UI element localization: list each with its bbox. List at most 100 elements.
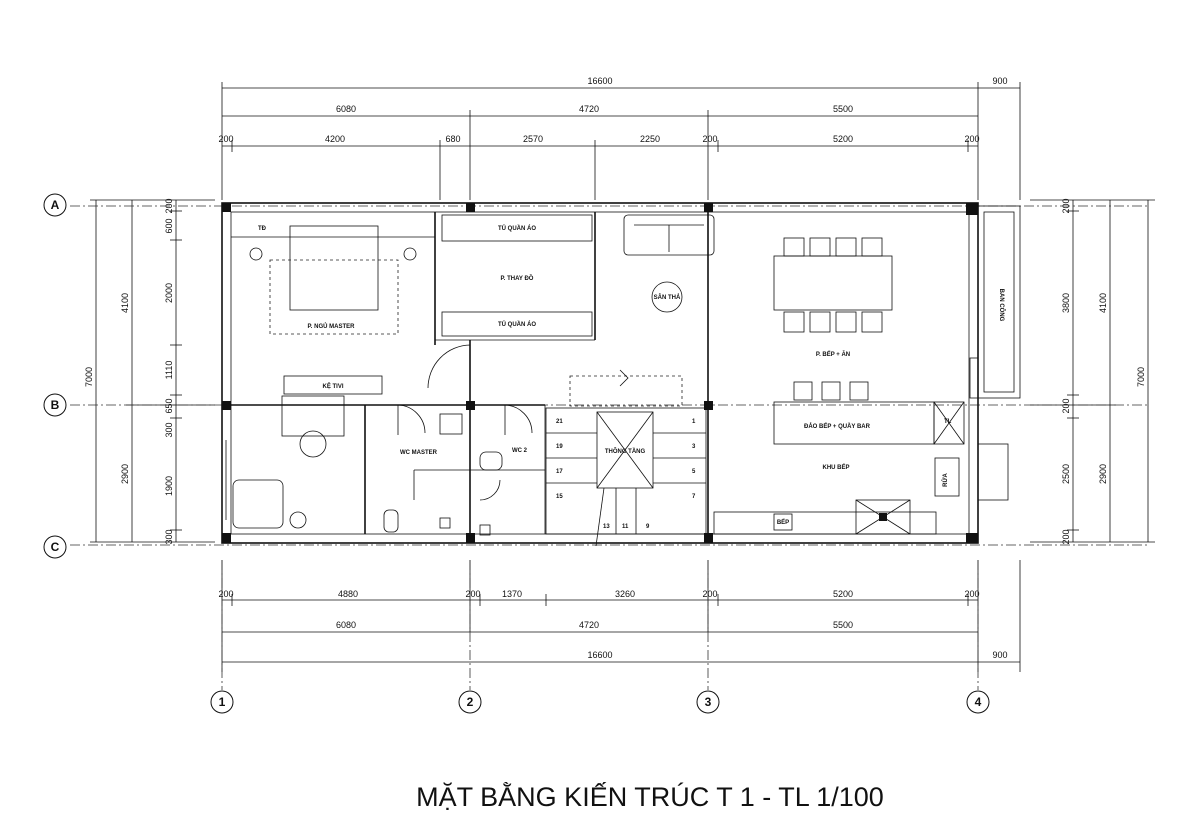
dim-right-d2: 3800	[1061, 293, 1071, 313]
dim-top-d7: 5200	[833, 134, 853, 144]
label-tu-quan-ao-2: TỦ QUẦN ÁO	[498, 321, 536, 328]
axis-marker-4	[966, 690, 990, 714]
label-wc2: WC 2	[512, 448, 528, 454]
dim-top-d5: 2250	[640, 134, 660, 144]
axis-label-2: 2	[467, 695, 474, 709]
dim-right-bay-2: 2900	[1098, 464, 1108, 484]
label-ngu-master: P. NGỦ MASTER	[308, 323, 356, 330]
stair-15: 15	[556, 494, 563, 500]
dim-top-overhang: 900	[992, 76, 1007, 86]
label-dao-bep: ĐẢO BẾP + QUẦY BAR	[804, 423, 871, 430]
bathrooms: WC MASTER WC 2	[383, 404, 533, 536]
stair-11: 11	[622, 524, 629, 530]
dim-top-d3: 680	[445, 134, 460, 144]
stair-1: 1	[692, 419, 696, 425]
axis-label-b: B	[51, 398, 60, 412]
dim-left-total: 7000	[84, 367, 94, 387]
dim-top-bay-3: 5500	[833, 104, 853, 114]
dim-bot-d7: 5200	[833, 589, 853, 599]
label-ke-tivi: KỆ TIVI	[322, 382, 343, 390]
dressing-room: TỦ QUẦN ÁO P. THAY ĐỒ TỦ QUẦN ÁO	[441, 214, 593, 337]
dim-top-bay-1: 6080	[336, 104, 356, 114]
dim-top-d4: 2570	[523, 134, 543, 144]
dim-bot-d6: 200	[702, 589, 717, 599]
dim-left-d3: 2000	[164, 283, 174, 303]
dim-top-d1: 200	[218, 134, 233, 144]
patio-area: SÂN THẢ	[623, 214, 715, 313]
stair-3: 3	[692, 444, 696, 450]
dim-bot-total: 16600	[587, 650, 612, 660]
columns	[222, 203, 978, 543]
dim-left-d2: 600	[164, 218, 174, 233]
label-khu-bep: KHU BẾP	[822, 464, 849, 471]
stair-17: 17	[556, 469, 563, 475]
dim-top-d2: 4200	[325, 134, 345, 144]
master-bedroom: TĐ P. NGỦ MASTER KỆ TIVI	[225, 225, 471, 529]
dim-left-d6: 300	[164, 422, 174, 437]
dim-top-d6: 200	[702, 134, 717, 144]
dim-right-d5: 200	[1061, 529, 1071, 544]
axis-marker-c	[43, 535, 67, 559]
stair-9: 9	[646, 524, 650, 530]
dim-bot-d5: 3260	[615, 589, 635, 599]
stair-13: 13	[603, 524, 610, 530]
dim-left-bay-2: 2900	[120, 464, 130, 484]
dim-left-d8: 300	[164, 529, 174, 544]
label-rua: RỬA	[942, 473, 949, 487]
axis-label-c: C	[51, 540, 60, 554]
dim-left-d7: 1900	[164, 476, 174, 496]
label-wc-master: WC MASTER	[400, 450, 438, 456]
axis-marker-a	[43, 193, 67, 217]
dim-top-bay-2: 4720	[579, 104, 599, 114]
stair-7: 7	[692, 494, 696, 500]
label-thay-do: P. THAY ĐỒ	[501, 275, 534, 282]
dim-left-d5: 650	[164, 398, 174, 413]
dim-bot-d4: 1370	[502, 589, 522, 599]
axis-label-a: A	[51, 198, 60, 212]
stair-21: 21	[556, 419, 563, 425]
dim-bot-bay-2: 4720	[579, 620, 599, 630]
dim-right-bay-1: 4100	[1098, 293, 1108, 313]
floor-plan-drawing: 16600 900 6080 4720 5500 200 4200 680 25…	[43, 76, 1155, 714]
dim-right-d3: 200	[1061, 398, 1071, 413]
axis-label-3: 3	[705, 695, 712, 709]
dim-bot-d3: 200	[465, 589, 480, 599]
dim-bot-bay-1: 6080	[336, 620, 356, 630]
bottom-dimensions: 200 4880 200 1370 3260 200 5200 200 6080…	[218, 560, 1021, 672]
axis-marker-1	[210, 690, 234, 714]
dim-right-total: 7000	[1136, 367, 1146, 387]
dim-left-bay-1: 4100	[120, 293, 130, 313]
top-dimensions: 16600 900 6080 4720 5500 200 4200 680 25…	[218, 76, 1021, 200]
axis-label-4: 4	[975, 695, 982, 709]
label-san-tha: SÂN THẢ	[654, 294, 681, 301]
dim-bot-d8: 200	[964, 589, 979, 599]
stairs: THÔNG TẦNG 21 19 17 15 13 11 9 7 5 3 1	[545, 369, 707, 547]
left-dimensions: 7000 4100 2900 200 600 2000 1110 650 300…	[84, 198, 215, 545]
label-tap: TĐ	[258, 226, 267, 232]
dim-right-d4: 2500	[1061, 464, 1071, 484]
axis-marker-b	[43, 393, 67, 417]
dim-bot-overhang: 900	[992, 650, 1007, 660]
dim-top-total: 16600	[587, 76, 612, 86]
dim-bot-d2: 4880	[338, 589, 358, 599]
label-tu-quan-ao-1: TỦ QUẦN ÁO	[498, 225, 536, 232]
axis-label-1: 1	[219, 695, 226, 709]
dim-left-d4: 1110	[164, 361, 174, 380]
label-bep: BẾP	[777, 519, 789, 526]
label-tl: TL	[944, 419, 952, 425]
dim-bot-d1: 200	[218, 589, 233, 599]
dim-top-d8: 200	[964, 134, 979, 144]
balcony: BAN CÔNG	[969, 205, 1021, 501]
label-ban-cong: BAN CÔNG	[998, 289, 1006, 322]
axis-marker-3	[696, 690, 720, 714]
dim-bot-bay-3: 5500	[833, 620, 853, 630]
kitchen-dining: P. BẾP + ĂN ĐẢO BẾP + QUẦY BAR TL KHU BẾ…	[713, 237, 965, 535]
walls	[221, 202, 979, 544]
label-bep-an: P. BẾP + ĂN	[816, 351, 850, 358]
label-thong-tang: THÔNG TẦNG	[605, 447, 646, 455]
stair-5: 5	[692, 469, 696, 475]
page-title: MẶT BẰNG KIẾN TRÚC T 1 - TL 1/100	[416, 782, 884, 812]
stair-19: 19	[556, 444, 563, 450]
right-dimensions: 200 3800 200 2500 200 4100 2900 7000	[1030, 198, 1155, 545]
axis-marker-2	[458, 690, 482, 714]
